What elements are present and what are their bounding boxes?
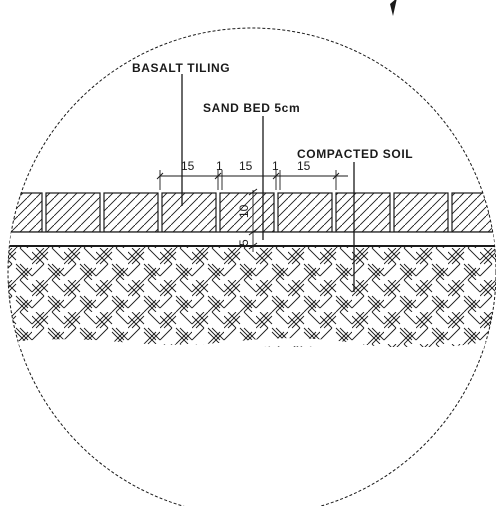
basalt-tile [45,192,101,233]
tile-width-2-dim: 15 [239,159,253,173]
tile-thickness-dim: 10 [237,204,251,218]
horizontal-dimension-line [156,170,348,190]
detail-callout-arrow [390,0,397,16]
joint-1-dim: 1 [216,159,223,173]
compacted-soil-layer [8,247,496,347]
sand-thickness-dim: 5 [237,239,251,246]
vertical-dimension-line [248,188,258,252]
joint-2-dim: 1 [272,159,279,173]
basalt-tile [393,192,449,233]
tile-width-3-dim: 15 [297,159,311,173]
basalt-tile-row [8,192,496,233]
basalt-tile [161,192,217,233]
basalt-tile [103,192,159,233]
basalt-tile [8,192,43,233]
compacted-soil-label: COMPACTED SOIL [297,147,413,161]
basalt-tile [451,192,496,233]
basalt-tile [277,192,333,233]
basalt-tiling-label: BASALT TILING [132,61,230,75]
sand-bed-layer [8,232,496,246]
sand-bed-label: SAND BED 5cm [203,101,300,115]
tile-width-1-dim: 15 [181,159,195,173]
basalt-tile [335,192,391,233]
